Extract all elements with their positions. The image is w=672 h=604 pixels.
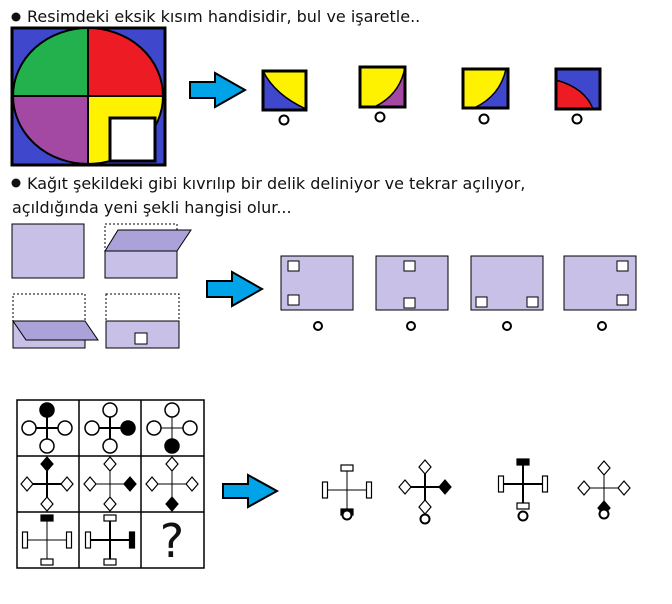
grid-cell-5 [83, 456, 137, 512]
circle-end-icon [120, 420, 136, 436]
q2-option-4[interactable] [563, 255, 637, 331]
diamond-end-icon [103, 456, 117, 472]
q1-option-3[interactable] [461, 67, 510, 125]
diamond-end-icon [418, 459, 432, 475]
q1-option-1[interactable] [261, 69, 308, 126]
rect-end-icon [516, 458, 530, 466]
circle-end-icon [84, 420, 100, 436]
q3-option-2[interactable] [398, 459, 452, 525]
q2-option-1[interactable] [280, 255, 354, 331]
rect-end-icon [103, 514, 117, 522]
grid-cell-7 [21, 514, 73, 566]
rect-end-icon [516, 502, 530, 510]
question2-line1: Kağıt şekildeki gibi kıvrılıp bir delik … [27, 174, 525, 193]
rect-end-icon [128, 531, 136, 549]
circle-end-icon [39, 438, 55, 454]
rect-end-icon [103, 558, 117, 566]
diamond-end-icon [418, 499, 432, 515]
q3-option-4[interactable] [577, 460, 631, 520]
diamond-end-icon [577, 480, 591, 496]
circle-puzzle [10, 26, 167, 167]
circle-end-icon [102, 402, 118, 418]
answer-radio[interactable] [419, 513, 431, 525]
missing-cell-question-mark: ? [160, 514, 184, 568]
diamond-end-icon [145, 476, 159, 492]
diamond-end-icon [165, 496, 179, 512]
rect-end-icon [40, 558, 54, 566]
cross-figure [577, 460, 631, 516]
cross-figure [497, 458, 549, 510]
paper-steps [11, 223, 192, 349]
bullet-icon [11, 178, 21, 188]
rect-end-icon [321, 481, 329, 499]
pattern-grid: ? [16, 399, 205, 569]
answer-radio[interactable] [502, 321, 512, 331]
arrow-icon [206, 270, 265, 308]
circle-end-icon [21, 420, 37, 436]
q2-option-2[interactable] [375, 255, 449, 331]
grid-cell-2 [84, 402, 136, 454]
q1-option-2[interactable] [358, 65, 407, 123]
q1-option-4[interactable] [554, 67, 602, 125]
circle-end-icon [164, 402, 180, 418]
answer-radio[interactable] [598, 508, 610, 520]
answer-radio[interactable] [374, 111, 386, 123]
rect-end-icon [541, 475, 549, 493]
rect-end-icon [340, 464, 354, 472]
grid-cell-8 [84, 514, 136, 566]
diamond-end-icon [165, 456, 179, 472]
arrow-icon [222, 473, 280, 509]
question1-text: Resimdeki eksik kısım handisidir, bul ve… [27, 7, 420, 26]
circle-end-icon [102, 438, 118, 454]
bullet-icon [11, 12, 21, 22]
circle-end-icon [164, 438, 180, 454]
answer-radio[interactable] [517, 510, 529, 522]
diamond-end-icon [597, 460, 611, 476]
rect-end-icon [21, 531, 29, 549]
diamond-end-icon [185, 476, 199, 492]
diamond-end-icon [398, 479, 412, 495]
missing-piece [108, 116, 157, 163]
q3-option-3[interactable] [497, 458, 549, 522]
answer-radio[interactable] [341, 509, 353, 521]
grid-cell-3 [146, 402, 198, 454]
rect-end-icon [365, 481, 373, 499]
diamond-end-icon [617, 480, 631, 496]
grid-cell-1 [21, 402, 73, 454]
circle-end-icon [39, 402, 55, 418]
cross-figure [398, 459, 452, 515]
diamond-end-icon [83, 476, 97, 492]
answer-radio[interactable] [478, 113, 490, 125]
answer-radio[interactable] [278, 114, 290, 126]
grid-cell-6 [145, 456, 199, 512]
rect-end-icon [65, 531, 73, 549]
answer-radio[interactable] [406, 321, 416, 331]
arrow-icon [189, 71, 248, 109]
question2-line2: açıldığında yeni şekli hangisi olur... [12, 198, 292, 217]
diamond-end-icon [103, 496, 117, 512]
q3-option-1[interactable] [321, 464, 373, 521]
diamond-end-icon [40, 496, 54, 512]
q2-option-3[interactable] [470, 255, 544, 331]
rect-end-icon [40, 514, 54, 522]
answer-radio[interactable] [571, 113, 583, 125]
circle-end-icon [182, 420, 198, 436]
cross-figure [321, 464, 373, 516]
answer-radio[interactable] [313, 321, 323, 331]
grid-cell-4 [20, 456, 74, 512]
diamond-end-icon [438, 479, 452, 495]
circle-end-icon [146, 420, 162, 436]
diamond-end-icon [40, 456, 54, 472]
answer-radio[interactable] [597, 321, 607, 331]
rect-end-icon [497, 475, 505, 493]
diamond-end-icon [60, 476, 74, 492]
diamond-end-icon [20, 476, 34, 492]
circle-end-icon [57, 420, 73, 436]
rect-end-icon [84, 531, 92, 549]
diamond-end-icon [123, 476, 137, 492]
